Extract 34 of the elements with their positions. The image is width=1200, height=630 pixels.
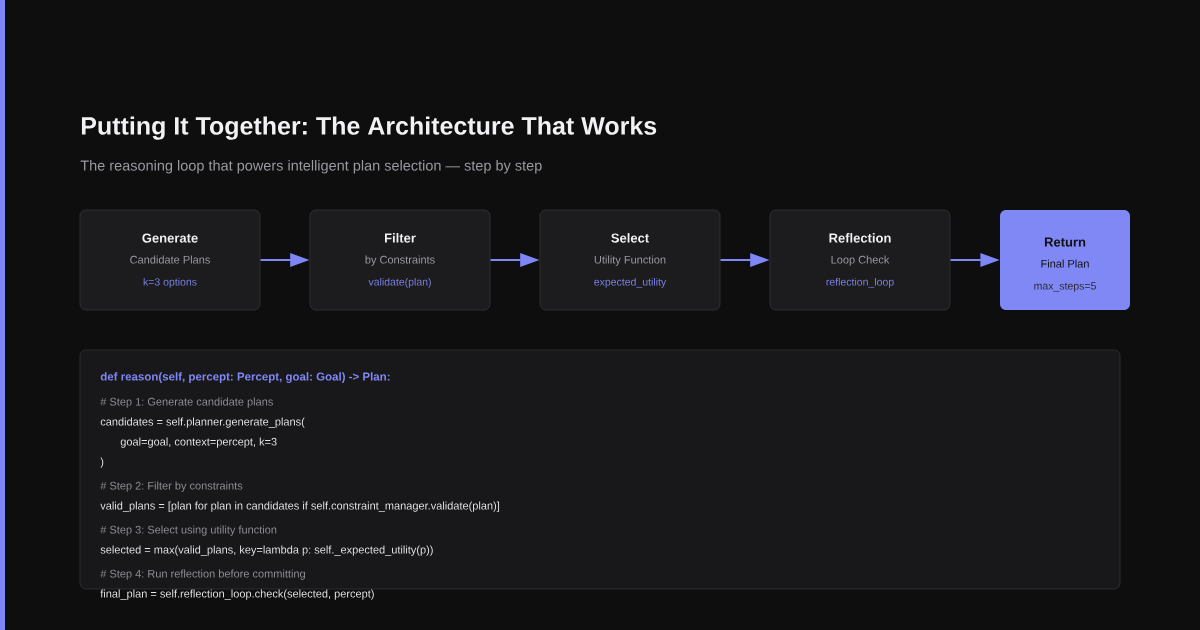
code-line: candidates = self.planner.generate_plans( — [100, 417, 305, 428]
step-title: Select — [611, 233, 649, 243]
function-name: validate(plan) — [368, 277, 431, 288]
code-line: valid_plans = [plan for plan in candidates if self.constraint_manager.validate(plan)] — [100, 501, 500, 512]
step-title: Filter — [385, 233, 416, 243]
step-title: Generate — [142, 233, 198, 243]
step-box — [79, 209, 261, 311]
code-line: final_plan = self.reflection_loop.check(selected, percept) — [100, 589, 374, 600]
function-name: k=3 options — [143, 277, 197, 288]
code-signature: def reason(self, percept: Percept, goal: Goal) -> Plan: — [100, 372, 390, 383]
code-line: selected = max(valid_plans, key=lambda p: self._expected_utility(p)) — [100, 545, 433, 556]
subtitle: The reasoning loop that powers intelligent plan selection — step by step — [80, 160, 542, 174]
step-title: Reflection — [829, 233, 891, 243]
step-subtitle: Final Plan — [1041, 259, 1089, 268]
step-box — [309, 209, 491, 311]
step-box — [769, 209, 951, 311]
code-comment: # Step 1: Generate candidate plans — [100, 397, 273, 408]
code-line: goal=goal, context=percept, k=3 — [120, 437, 277, 448]
function-name: reflection_loop — [826, 277, 894, 288]
code-panel — [79, 349, 1121, 600]
step-box — [539, 209, 721, 311]
code-comment: # Step 4: Run reflection before committing — [100, 569, 305, 580]
code-comment: # Step 3: Select using utility function — [100, 525, 277, 536]
function-name: expected_utility — [594, 277, 667, 288]
title: Putting It Together: The Architecture That Works — [81, 116, 657, 140]
step-subtitle: Utility Function — [594, 255, 666, 266]
step-subtitle: Loop Check — [831, 255, 890, 266]
step-subtitle: Candidate Plans — [130, 255, 210, 264]
step-box — [1000, 210, 1130, 310]
step-title: Return — [1044, 237, 1086, 247]
code-comment: # Step 2: Filter by constraints — [100, 481, 243, 492]
step-subtitle: by Constraints — [365, 255, 435, 266]
function-name: max_steps=5 — [1034, 282, 1096, 292]
code-line: ) — [100, 457, 104, 468]
